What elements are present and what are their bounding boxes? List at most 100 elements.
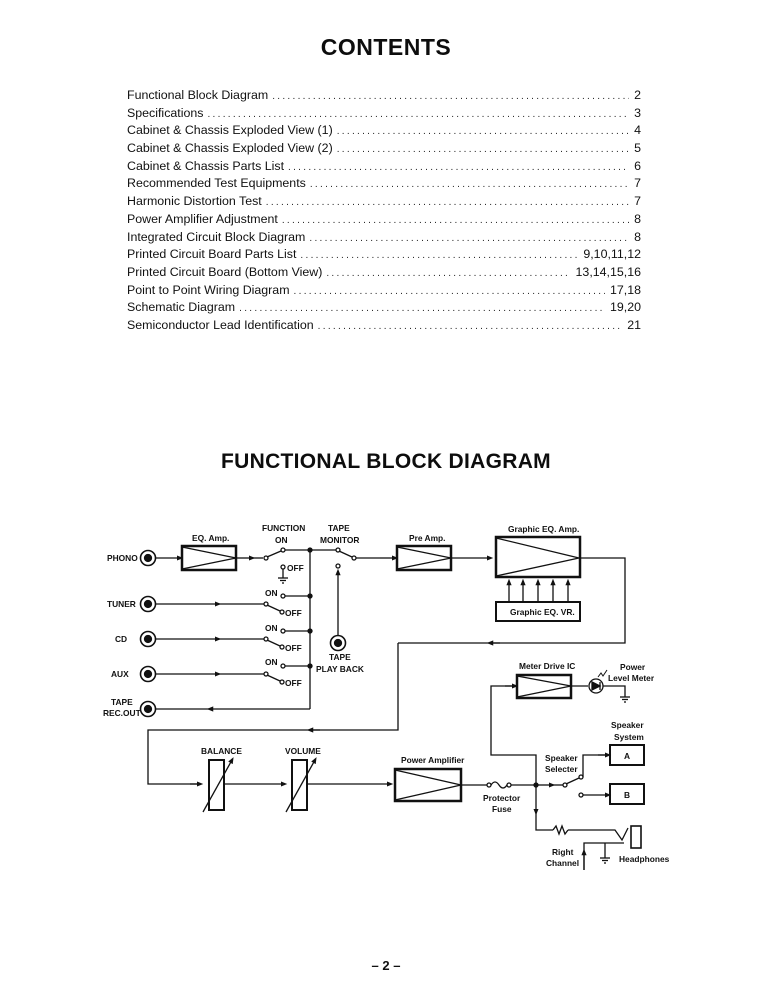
speaker-b-block xyxy=(609,783,645,805)
contents-title: CONTENTS xyxy=(320,34,452,60)
label-aux-on: ON xyxy=(265,657,278,667)
label-speaker-selecter-2: Selecter xyxy=(545,764,578,774)
toc-entry: Recommended Test Equipments.............… xyxy=(127,175,641,193)
label-power-level-meter-2: Level Meter xyxy=(608,673,655,683)
toc-entry-label: Specifications xyxy=(127,105,204,120)
graphic-eq-amp-block xyxy=(494,535,582,579)
label-phono-off: OFF xyxy=(287,563,304,573)
label-right-channel-1: Right xyxy=(552,847,574,857)
toc-entry-page: 17,18 xyxy=(609,282,641,297)
toc-entry: Harmonic Distortion Test................… xyxy=(127,193,641,211)
tuner-jack-icon xyxy=(139,595,157,613)
label-protector-fuse-2: Fuse xyxy=(492,804,512,814)
toc-entry-label: Power Amplifier Adjustment xyxy=(127,211,278,226)
function-tuner-switch xyxy=(263,593,286,615)
table-of-contents: Functional Block Diagram................… xyxy=(127,87,641,335)
label-aux: AUX xyxy=(111,669,129,679)
toc-entry: Power Amplifier Adjustment..............… xyxy=(127,211,641,229)
tape-monitor-switch xyxy=(335,547,357,569)
label-pre-amp: Pre Amp. xyxy=(409,533,445,543)
label-tuner-on: ON xyxy=(265,588,278,598)
toc-entry-page: 8 xyxy=(634,211,641,226)
label-tape-monitor-1: TAPE xyxy=(328,523,350,533)
label-cd-off: OFF xyxy=(285,643,302,653)
cd-jack-icon xyxy=(139,630,157,648)
toc-entry-label: Schematic Diagram xyxy=(127,300,236,315)
toc-leader-dots: ........................................… xyxy=(336,126,630,138)
toc-leader-dots: ........................................… xyxy=(309,232,630,244)
label-protector-fuse-1: Protector xyxy=(483,793,521,803)
label-cd: CD xyxy=(115,634,127,644)
toc-entry-page: 13,14,15,16 xyxy=(575,264,641,279)
toc-entry-page: 7 xyxy=(634,176,641,191)
label-graphic-eq-amp: Graphic EQ. Amp. xyxy=(508,524,579,534)
toc-entry-page: 4 xyxy=(634,123,641,138)
toc-entry: Cabinet & Chassis Exploded View (2).....… xyxy=(127,140,641,158)
toc-entry-label: Printed Circuit Board (Bottom View) xyxy=(127,264,323,279)
protector-fuse-icon xyxy=(486,781,512,789)
toc-entry: Schematic Diagram.......................… xyxy=(127,299,641,317)
toc-entry-page: 6 xyxy=(634,158,641,173)
label-speaker-b: B xyxy=(624,790,630,800)
volume-control xyxy=(285,757,317,813)
toc-leader-dots: ........................................… xyxy=(326,267,571,279)
toc-entry-page: 9,10,11,12 xyxy=(583,247,641,262)
page-number: – 2 – xyxy=(371,958,401,973)
led-power-level-meter-icon xyxy=(588,669,608,694)
label-right-channel-2: Channel xyxy=(546,858,579,868)
eq-amp-block xyxy=(180,544,238,572)
label-power-level-meter-1: Power xyxy=(620,662,646,672)
toc-entry: Semiconductor Lead Identification.......… xyxy=(127,317,641,335)
toc-entry-page: 8 xyxy=(634,229,641,244)
label-phono: PHONO xyxy=(107,553,138,563)
label-speaker-system-2: System xyxy=(614,732,644,742)
pre-amp-block xyxy=(395,544,453,572)
toc-entry: Cabinet & Chassis Parts List............… xyxy=(127,158,641,176)
toc-entry-label: Cabinet & Chassis Exploded View (2) xyxy=(127,141,333,156)
label-speaker-system-1: Speaker xyxy=(611,720,644,730)
toc-leader-dots: ........................................… xyxy=(300,250,579,262)
toc-entry-page: 2 xyxy=(634,88,641,102)
headphones-ground-icon xyxy=(600,857,610,864)
toc-entry: Functional Block Diagram................… xyxy=(127,87,641,105)
phono-jack-icon xyxy=(139,549,157,567)
toc-entry-page: 3 xyxy=(634,105,641,120)
toc-leader-dots: ........................................… xyxy=(265,197,629,209)
toc-leader-dots: ........................................… xyxy=(309,179,630,191)
tape-play-back-jack-icon xyxy=(329,634,347,652)
toc-entry-label: Integrated Circuit Block Diagram xyxy=(127,229,306,244)
toc-entry-page: 19,20 xyxy=(609,300,641,315)
toc-leader-dots: ........................................… xyxy=(281,214,629,226)
toc-entry-label: Printed Circuit Board Parts List xyxy=(127,247,297,262)
toc-leader-dots: ........................................… xyxy=(288,161,629,173)
ground-icon xyxy=(620,696,630,703)
toc-entry-label: Semiconductor Lead Identification xyxy=(127,317,314,332)
toc-entry-label: Point to Point Wiring Diagram xyxy=(127,282,290,297)
label-tape-play-back-2: PLAY BACK xyxy=(316,664,364,674)
speaker-selecter-switch xyxy=(562,774,584,798)
label-function: FUNCTION xyxy=(262,523,305,533)
label-graphic-eq-vr: Graphic EQ. VR. xyxy=(510,607,575,617)
toc-entry: Printed Circuit Board (Bottom View).....… xyxy=(127,264,641,282)
label-balance: BALANCE xyxy=(201,746,242,756)
resistor-icon xyxy=(552,824,569,836)
label-meter-drive-ic: Meter Drive IC xyxy=(519,661,575,671)
label-aux-off: OFF xyxy=(285,678,302,688)
toc-entry-label: Functional Block Diagram xyxy=(127,88,269,102)
toc-leader-dots: ........................................… xyxy=(272,91,629,102)
label-speaker-selecter-1: Speaker xyxy=(545,753,578,763)
balance-control xyxy=(202,757,234,813)
toc-entry-label: Cabinet & Chassis Parts List xyxy=(127,158,285,173)
toc-leader-dots: ........................................… xyxy=(317,320,623,332)
label-tape-rec-out-2: REC.OUT xyxy=(103,708,142,718)
toc-entry: Integrated Circuit Block Diagram........… xyxy=(127,229,641,247)
tape-rec-out-jack-icon xyxy=(139,700,157,718)
toc-entry-label: Harmonic Distortion Test xyxy=(127,194,262,209)
functional-block-diagram-title: FUNCTIONAL BLOCK DIAGRAM xyxy=(221,450,551,473)
label-function-on: ON xyxy=(275,535,288,545)
label-tuner-off: OFF xyxy=(285,608,302,618)
toc-entry: Specifications..........................… xyxy=(127,105,641,123)
toc-entry-page: 21 xyxy=(627,317,641,332)
label-tape-play-back-1: TAPE xyxy=(329,652,351,662)
